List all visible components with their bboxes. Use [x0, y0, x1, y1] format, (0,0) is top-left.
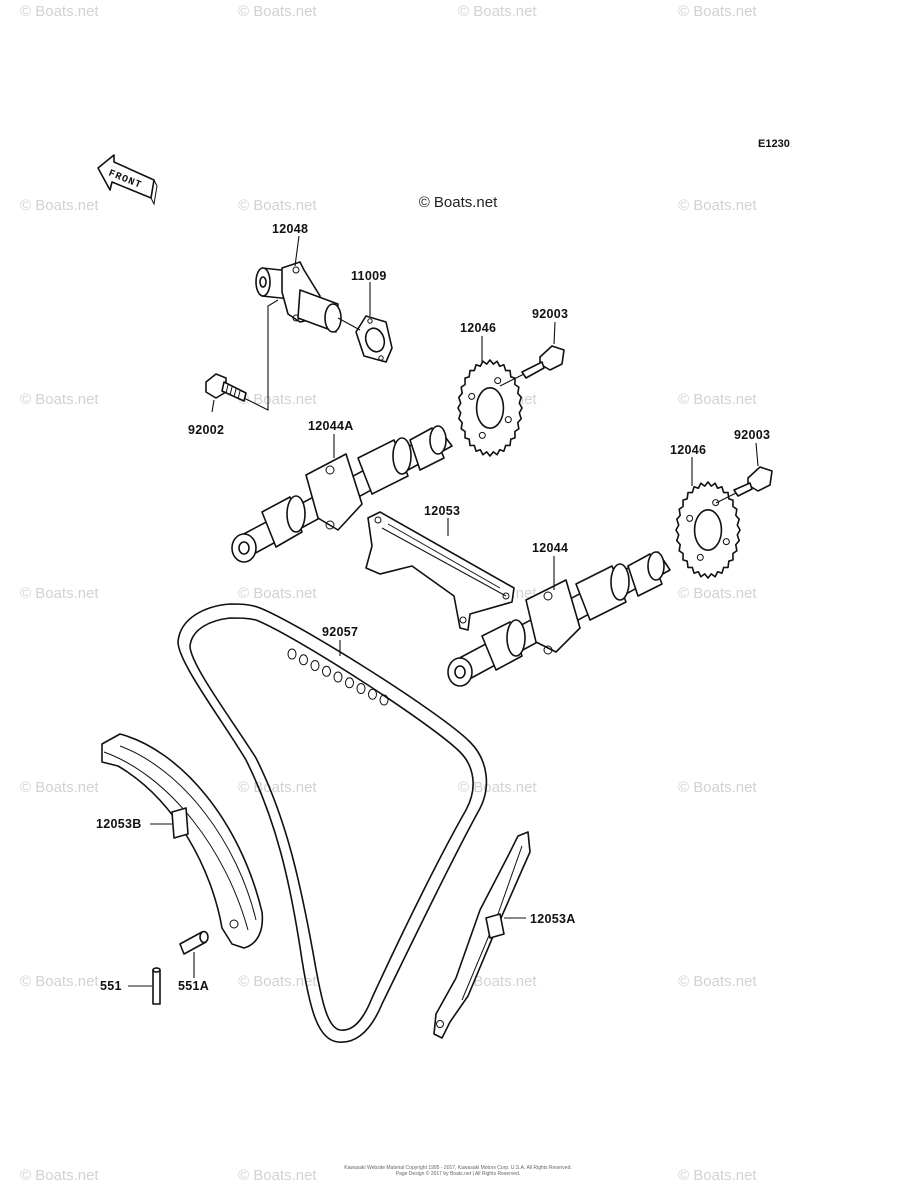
chain-guide-part — [433, 831, 531, 1039]
watermark: © Boats.net — [238, 973, 317, 990]
watermark: © Boats.net — [678, 391, 757, 408]
part-label-92003: 92003 — [734, 428, 770, 442]
watermark: © Boats.net — [458, 973, 537, 990]
footer-line: Kawasaki Website Material Copyright 1995… — [344, 1165, 572, 1171]
part-label-11009: 11009 — [351, 269, 387, 283]
watermark: © Boats.net — [20, 3, 99, 20]
chain-roller — [287, 648, 297, 660]
sprocket-hub — [475, 387, 505, 429]
watermark: © Boats.net — [238, 585, 317, 602]
sprocket-bolt-hole — [478, 431, 486, 439]
watermark: © Boats.net — [20, 973, 99, 990]
cam-sprocket-part — [675, 481, 741, 579]
part-label-12046: 12046 — [670, 443, 706, 457]
watermark: © Boats.net — [678, 1167, 757, 1184]
chain-tensioner-part — [255, 261, 342, 333]
sprocket-bolt-hole — [722, 538, 730, 546]
watermark: © Boats.net — [238, 391, 317, 408]
part-label-12053b: 12053B — [96, 817, 142, 831]
chain-roller — [299, 654, 308, 666]
sprocket-hub — [693, 509, 723, 551]
watermark: © Boats.net — [238, 197, 317, 214]
timing-chain-part — [177, 603, 488, 1043]
chain-roller — [356, 683, 366, 694]
chain-roller — [379, 694, 389, 706]
watermark: © Boats.net — [678, 779, 757, 796]
watermark: © Boats.net — [238, 3, 317, 20]
part-labels: 12048 11009 92002 12046 92003 12044A 120… — [96, 222, 770, 993]
chain-roller — [333, 671, 343, 683]
chain-guide-part — [101, 733, 264, 949]
watermark: © Boats.net — [20, 197, 99, 214]
sprocket-bolt-hole — [712, 499, 720, 507]
part-label-551: 551 — [100, 979, 122, 993]
pin-part — [179, 930, 209, 955]
watermark: © Boats.net — [678, 3, 757, 20]
part-label-12046: 12046 — [460, 321, 496, 335]
leader-lines — [128, 235, 759, 987]
gasket-part — [355, 315, 393, 363]
part-label-12044a: 12044A — [308, 419, 354, 433]
chain-roller — [345, 677, 354, 689]
watermark: © Boats.net — [458, 779, 537, 796]
watermark: © Boats.net — [678, 585, 757, 602]
part-label-12053: 12053 — [424, 504, 460, 518]
watermark: © Boats.net — [678, 973, 757, 990]
copyright-notice: © Boats.net — [418, 194, 498, 211]
camshaft-part — [447, 551, 671, 687]
part-label-92057: 92057 — [322, 625, 358, 639]
pin-part — [152, 967, 161, 1005]
diagram-code: E1230 — [758, 138, 790, 150]
watermark: © Boats.net — [458, 3, 537, 20]
watermark: © Boats.net — [20, 1167, 99, 1184]
footer-line: Page Design © 2017 by Boats.net | All Ri… — [395, 1171, 521, 1177]
watermark: © Boats.net — [20, 391, 99, 408]
sprocket-bolt-hole — [686, 514, 694, 522]
sprocket-bolt-part — [521, 345, 565, 379]
sprocket-bolt-part — [733, 466, 773, 497]
bolt-part — [205, 373, 247, 402]
cam-sprocket-part — [457, 359, 523, 457]
chain-roller — [368, 688, 377, 700]
watermark: © Boats.net — [20, 779, 99, 796]
chain-roller — [310, 660, 320, 671]
watermark: © Boats.net — [678, 197, 757, 214]
sprocket-bolt-hole — [504, 416, 512, 424]
part-label-92002: 92002 — [188, 423, 224, 437]
sprocket-bolt-hole — [468, 392, 476, 400]
footer: Kawasaki Website Material Copyright 1995… — [0, 1165, 916, 1177]
part-label-92003: 92003 — [532, 307, 568, 321]
part-label-12044: 12044 — [532, 541, 568, 555]
chain-roller — [322, 665, 331, 677]
part-label-12053a: 12053A — [530, 912, 576, 926]
watermark: © Boats.net — [238, 1167, 317, 1184]
chain-guide-part — [365, 511, 515, 631]
sprocket-bolt-hole — [494, 377, 502, 385]
watermark: © Boats.net — [20, 585, 99, 602]
sprocket-bolt-hole — [696, 553, 704, 561]
camshaft-part — [231, 425, 453, 563]
part-label-12048: 12048 — [272, 222, 308, 236]
part-label-551a: 551A — [178, 979, 209, 993]
